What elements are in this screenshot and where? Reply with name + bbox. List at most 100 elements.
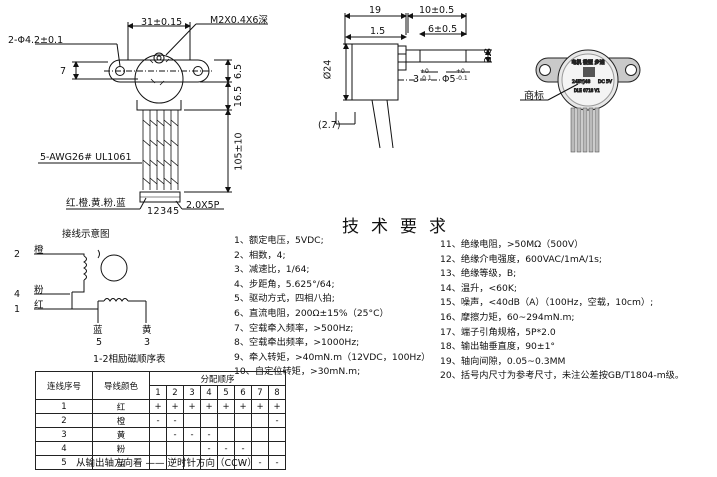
dim-phi24: Ø24 [322,59,334,80]
spec-item: 5、驱动方式，四相八拍; [234,293,335,305]
spec-list-right: 11、绝缘电阻，>50MΩ（500V） 12、绝缘介电强度，600VAC/1mA… [440,238,684,384]
cell [268,427,286,442]
table-row: 4 粉 - - - [35,441,286,456]
cell: - [234,441,252,456]
dim-2-7: (2.7) [318,120,341,131]
cell: - [183,427,201,442]
cell-seq: 3 [35,427,93,442]
cell-color: 橙 [92,413,150,428]
side-view [335,13,492,149]
cell: - [149,413,167,428]
step-header: 6 [234,385,252,400]
cell [217,427,235,442]
wire-4-number: 4 [14,289,21,300]
cell-seq: 1 [35,399,93,414]
spec-item: 7、空载牵入频率，>500Hz; [234,322,354,334]
wire-5-number: 5 [96,337,103,348]
spec-item: 14、温升，<60K; [440,282,517,294]
cell: + [234,399,252,414]
cell: - [200,441,218,456]
spec-item: 10、自定位转矩，>30mN.m; [234,366,361,378]
svg-text:24BYJ48: 24BYJ48 [572,79,591,85]
cell: - [268,455,286,470]
table-row: 2 橙 - - - [35,413,286,428]
spec-list-left: 1、额定电压，5VDC; 2、相数，4; 3、减速比，1/64; 4、步距角，5… [234,234,430,380]
spec-item: 18、输出轴垂直度，90±1° [440,341,556,353]
cell: + [166,399,184,414]
dim-10-5: 10±0.5 [419,5,455,16]
table-footer: 从输出轴方向看 —— 逆时针方向（CCW） [76,458,257,469]
spec-item: 15、噪声，<40dB（A）（100Hz，空载，10cm）; [440,297,654,309]
cell [166,441,184,456]
header-seq: 连线序号 [35,371,93,400]
step-header: 7 [251,385,269,400]
screw-label: M2X0.4X6深 [210,15,268,26]
spec-item: 1、额定电压，5VDC; [234,235,324,246]
cell-color: 粉 [92,441,150,456]
cell: - [166,427,184,442]
cell: + [217,399,235,414]
cell [251,441,269,456]
cell: + [251,399,269,414]
wire-4-color: 粉 [34,285,44,296]
connector-label: 2.0X5P [186,200,220,211]
wiring-diagram [34,249,147,323]
wire-2-number: 2 [14,249,21,260]
cell: - [200,427,218,442]
spec-item: 2、相数，4; [234,249,286,261]
sequence-table-caption: 1-2相励磁顺序表 [93,354,166,365]
spec-title: 技术要求 [342,217,458,237]
wire-spec-label: 5-AWG26# UL1061 [40,152,132,163]
mounting-hole-label: 2-Φ4.2±0.1 [8,35,64,46]
spec-item: 13、绝缘等级，B; [440,268,517,280]
cell-color: 蓝 [92,455,150,470]
cell-color: 黄 [92,427,150,442]
step-header: 2 [166,385,184,400]
wire-1-number: 1 [14,304,21,315]
dim-7: 7 [60,66,67,77]
dim-31: 31±0.15 [141,17,183,28]
cell: + [183,399,201,414]
dim-phi5-tolerance: +0 -0.1 [456,68,468,82]
dim-3-tolerance: +0 -0.1 [420,68,432,82]
cell: - [251,455,269,470]
step-header: 3 [183,385,201,400]
wire-5-color: 蓝 [93,325,103,336]
dim-6-5: 6.5 [233,63,245,80]
wire-1-color: 红 [34,300,44,311]
cell: + [268,399,286,414]
svg-text:电机 微型 步进: 电机 微型 步进 [571,59,604,66]
cell: - [268,413,286,428]
cell [234,413,252,428]
front-view [35,22,268,210]
header-order: 分配顺序 [149,371,286,386]
spec-item: 12、绝缘介电强度，600VAC/1mA/1s; [440,253,602,265]
wire-3-color: 黄 [142,325,152,336]
dim-1-5: 1.5 [370,26,386,37]
step-header: 1 [149,385,167,400]
dim-phi5: Φ5 [442,74,456,85]
dim-2-8: 2.8 [483,47,495,64]
cell [149,441,167,456]
wire-3-number: 3 [144,337,151,348]
spec-item: 3、减速比，1/64; [234,264,310,276]
step-header: 8 [268,385,286,400]
spec-item: 20、括号内尺寸为参考尺寸，未注公差按GB/T1804-m级。 [440,370,685,382]
spec-item: 11、绝缘电阻，>50MΩ（500V） [440,239,584,250]
cell [251,427,269,442]
spec-item: 6、直流电阻，200Ω±15%（25°C） [234,307,389,319]
wire-color-label: 红.橙.黄.粉.蓝 [66,198,126,209]
spec-item: 19、轴向间隙，0.05~0.3MM [440,355,566,367]
dim-6-5-side: 6±0.5 [428,24,458,35]
table-row: 1 红 + + + + + + + + [35,399,286,414]
cell [200,413,218,428]
excitation-sequence-table: 连线序号 导线颜色 分配顺序 1 2 3 4 5 6 7 8 1 红 + + +… [35,371,286,470]
cell [217,413,235,428]
cell-seq: 2 [35,413,93,428]
wiring-title: 接线示意图 [62,229,110,240]
cell [251,413,269,428]
cell [149,427,167,442]
svg-text:DC 5V: DC 5V [598,79,613,85]
cell-seq: 4 [35,441,93,456]
